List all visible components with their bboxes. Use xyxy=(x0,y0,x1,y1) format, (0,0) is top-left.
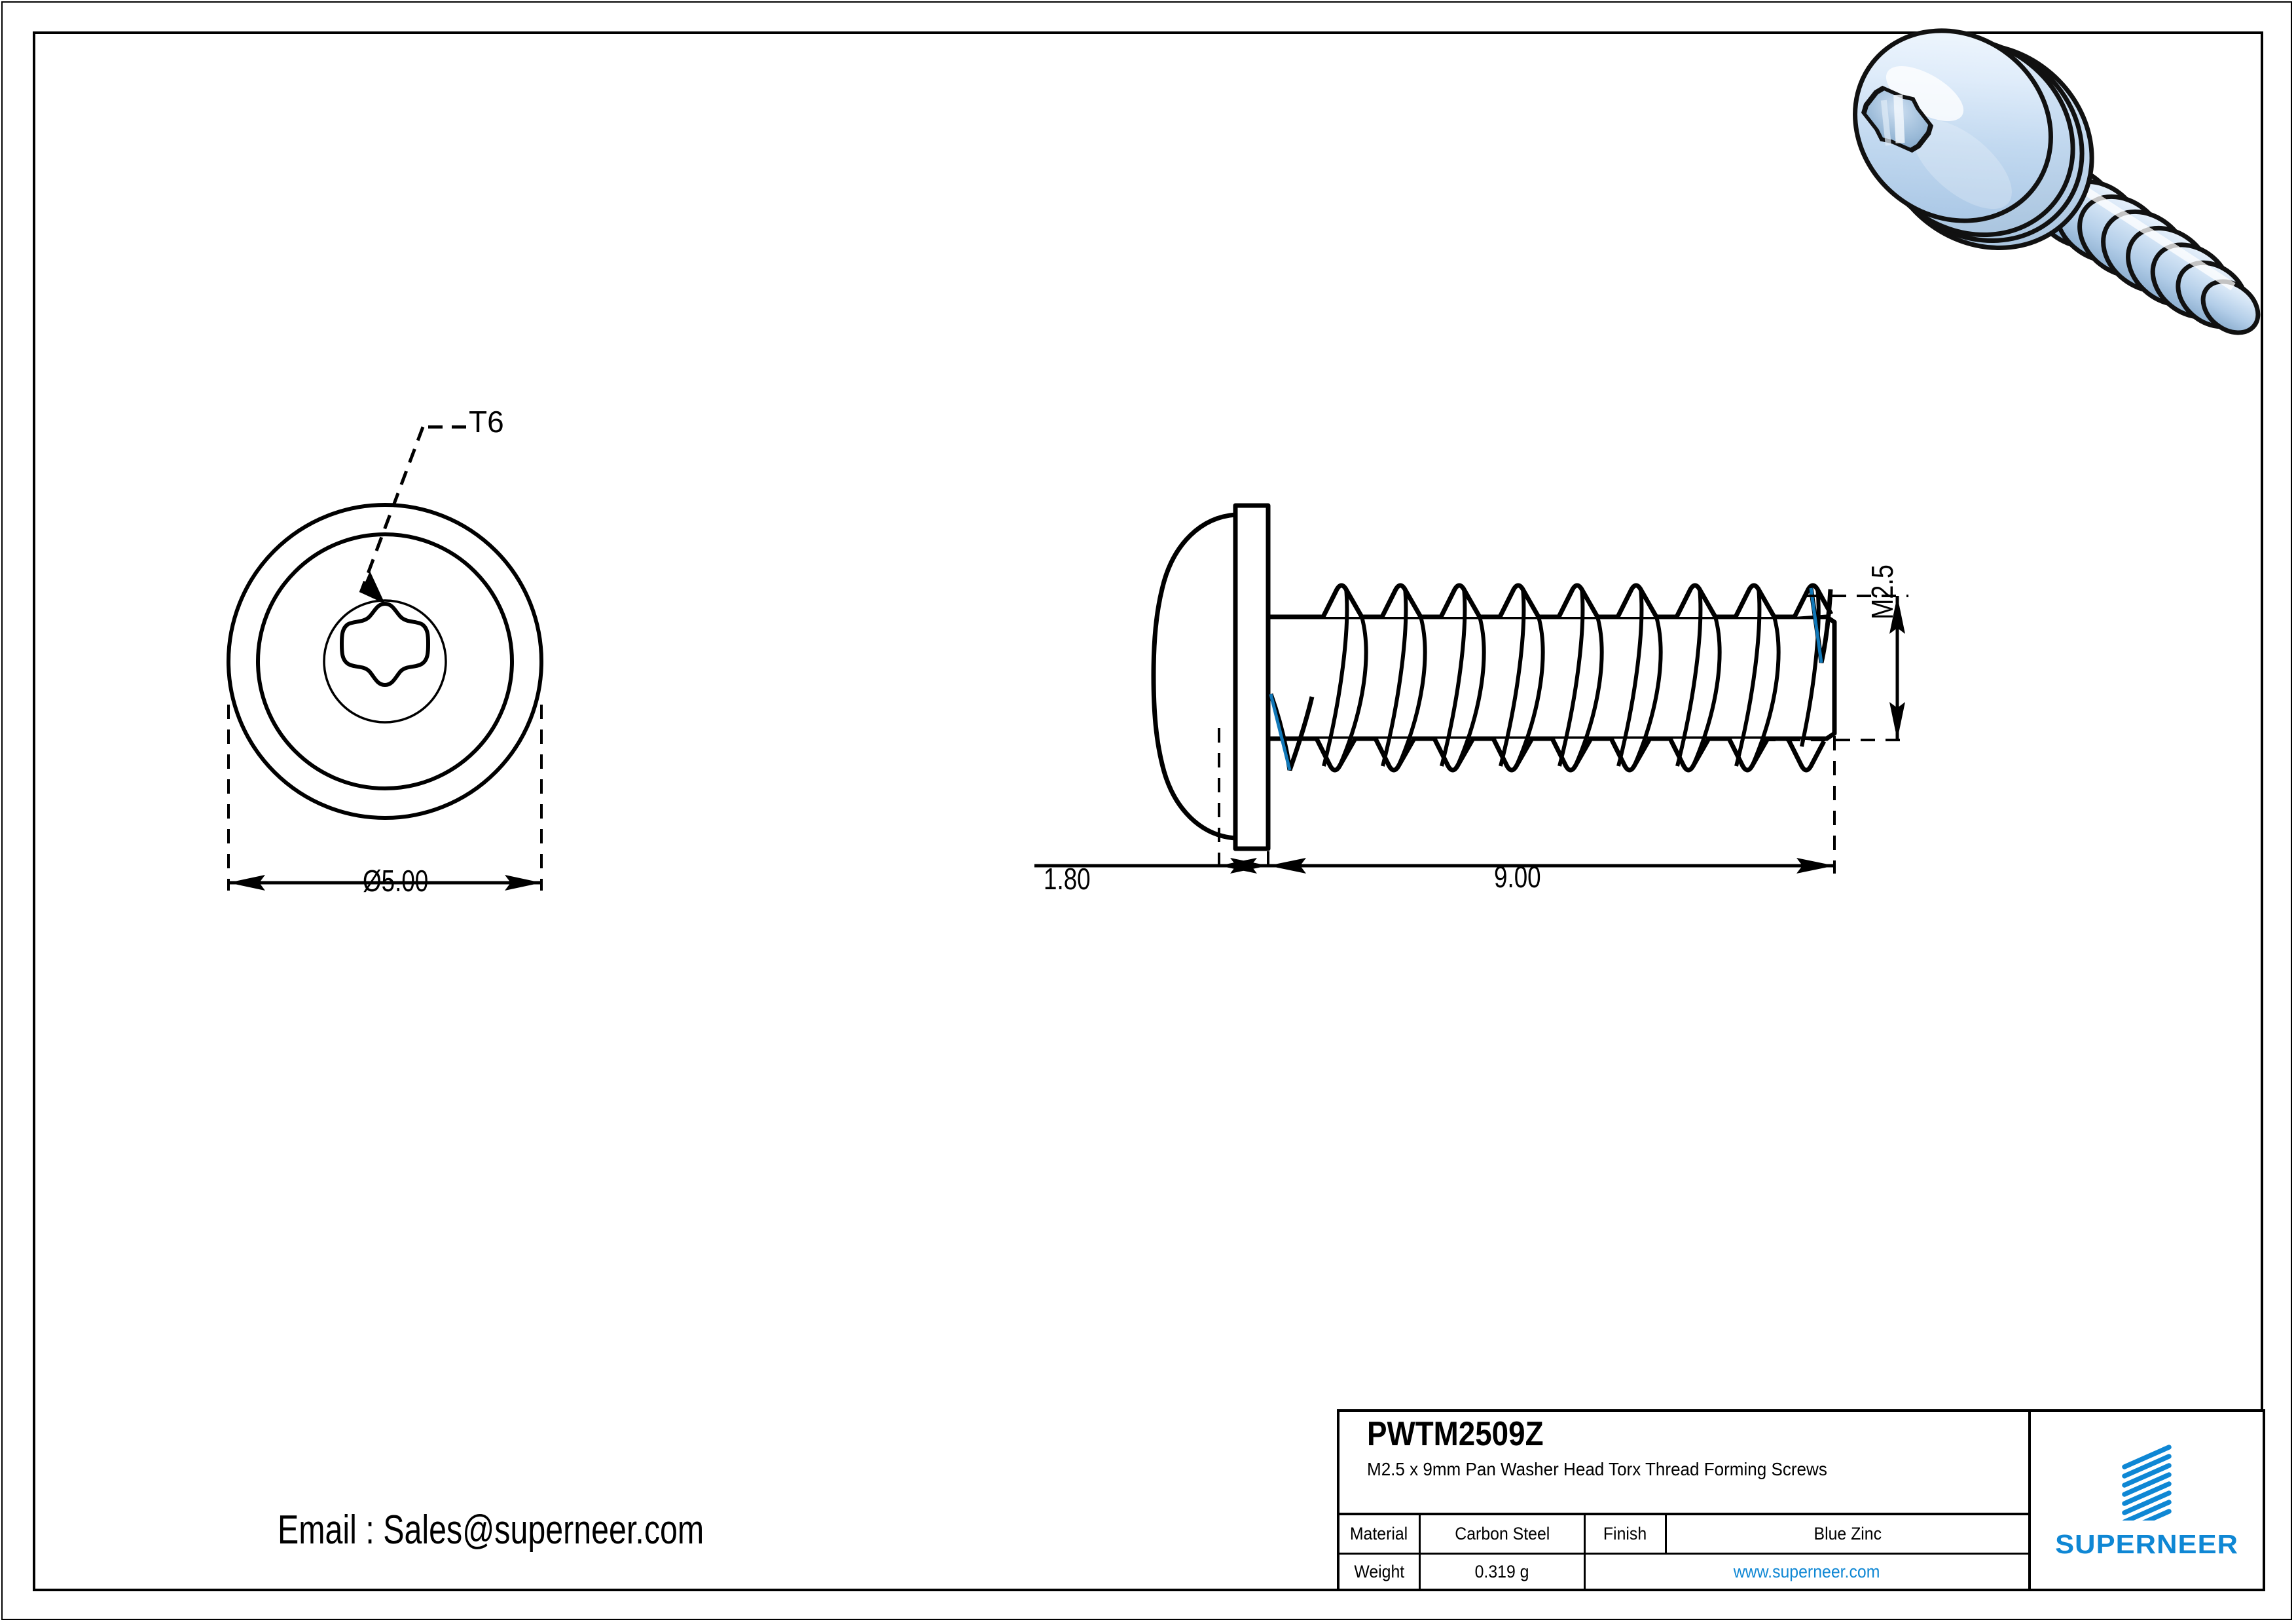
sheet-inner-border xyxy=(33,31,2263,1591)
material-value: Carbon Steel xyxy=(1421,1515,1586,1553)
finish-label: Finish xyxy=(1586,1515,1667,1553)
title-block: PWTM2509Z M2.5 x 9mm Pan Washer Head Tor… xyxy=(1337,1409,2265,1591)
superneer-wordmark: SUPERNEER xyxy=(2054,1528,2239,1559)
website-link[interactable]: www.superneer.com xyxy=(1734,1561,1880,1581)
part-number: PWTM2509Z xyxy=(1367,1415,1544,1453)
title-block-row-weight: Weight 0.319 g www.superneer.com xyxy=(1339,1555,2028,1589)
title-block-row-material: Material Carbon Steel Finish Blue Zinc xyxy=(1339,1515,2028,1555)
contact-email-text: Email : Sales@superneer.com xyxy=(278,1507,704,1553)
weight-value: 0.319 g xyxy=(1421,1555,1586,1589)
weight-label: Weight xyxy=(1339,1555,1421,1589)
title-block-logo-cell: SUPERNEER xyxy=(2031,1412,2263,1589)
material-label: Material xyxy=(1339,1515,1421,1553)
t6-callout-label: T6 xyxy=(469,405,504,439)
head-height-dimension-label: 1.80 xyxy=(1044,862,1091,896)
diameter-dimension-label: Ø5.00 xyxy=(363,864,429,898)
title-block-left: PWTM2509Z M2.5 x 9mm Pan Washer Head Tor… xyxy=(1339,1412,2031,1589)
thread-size-dimension-label: M2.5 xyxy=(1865,564,1899,619)
part-description: M2.5 x 9mm Pan Washer Head Torx Thread F… xyxy=(1367,1459,1827,1479)
superneer-logo-icon xyxy=(2122,1444,2172,1521)
thread-length-dimension-label: 9.00 xyxy=(1494,860,1541,894)
title-block-header: PWTM2509Z M2.5 x 9mm Pan Washer Head Tor… xyxy=(1339,1412,2028,1515)
finish-value: Blue Zinc xyxy=(1813,1524,1882,1543)
